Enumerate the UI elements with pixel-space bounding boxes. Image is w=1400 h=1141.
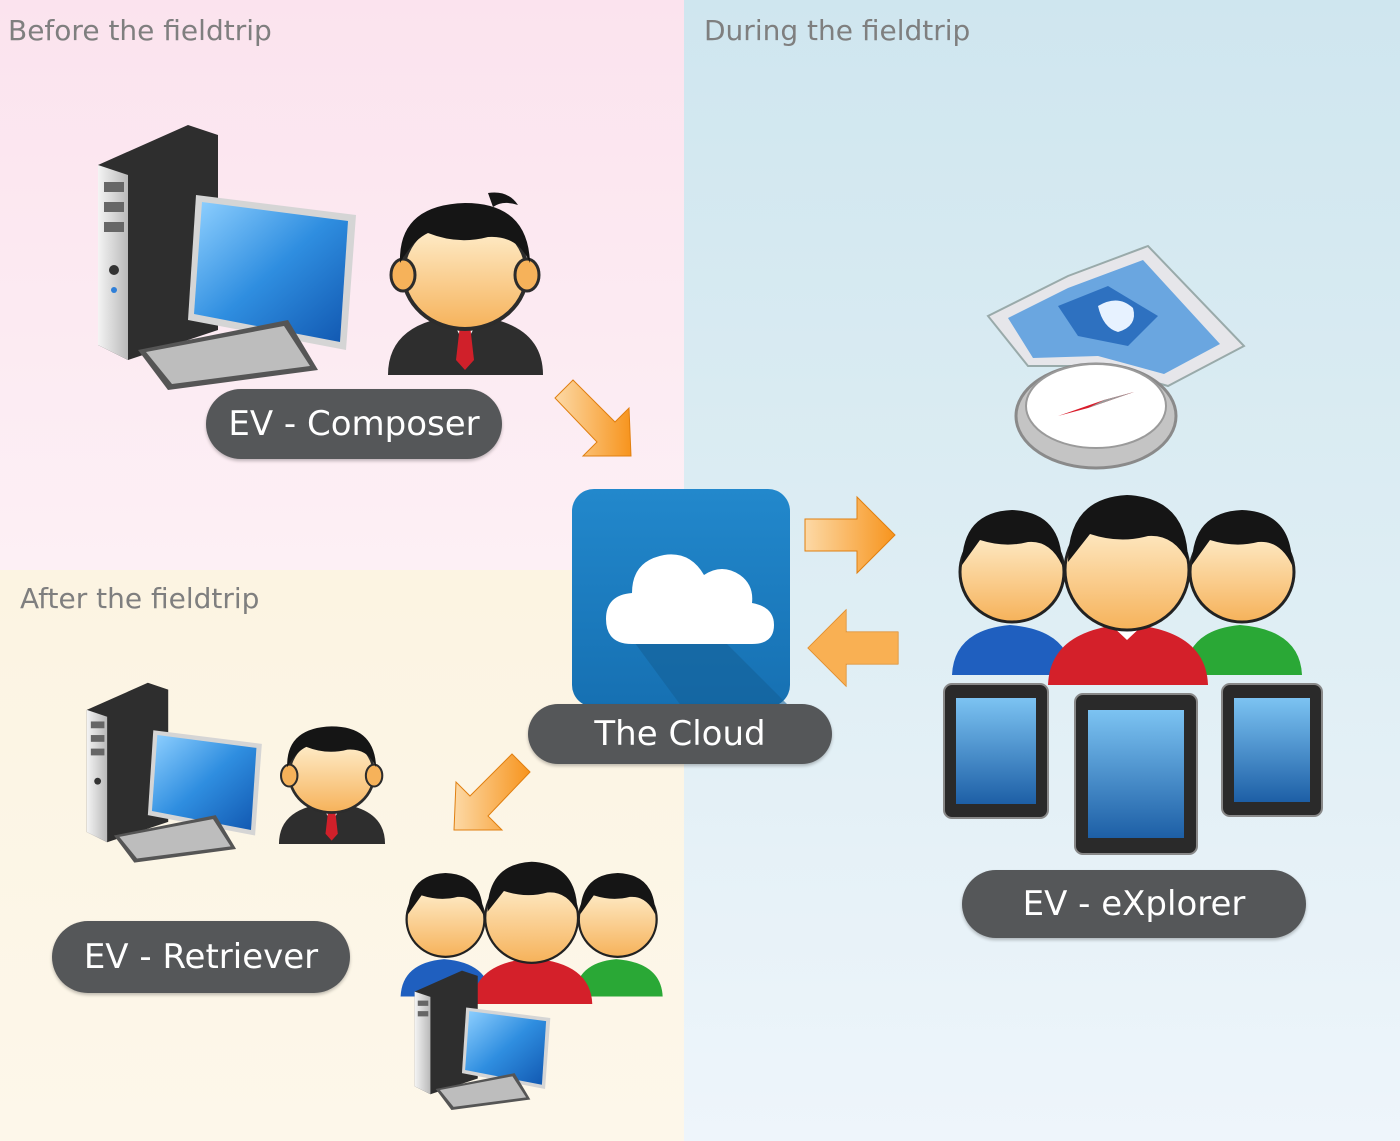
tablet-icon — [1074, 693, 1198, 855]
arrow-right-icon — [804, 495, 896, 575]
tablet-icon — [943, 683, 1049, 819]
people-group-icon — [400, 861, 663, 1004]
desktop-computer-icon — [98, 125, 356, 390]
people-group-icon — [952, 495, 1302, 685]
composer-label-text: EV - Composer — [228, 404, 480, 444]
cloud-label-text: The Cloud — [594, 714, 766, 754]
arrow-down-right-icon — [554, 379, 632, 457]
businessman-avatar-icon — [278, 726, 386, 844]
desktop-computer-icon — [86, 682, 262, 863]
cloud-label: The Cloud — [528, 704, 832, 764]
retriever-label: EV - Retriever — [52, 921, 350, 993]
zone-title-during: During the fieldtrip — [704, 14, 971, 47]
zone-after: After the fieldtrip — [0, 570, 684, 1141]
cloud-icon — [572, 489, 790, 707]
tablet-icon — [1221, 683, 1323, 817]
zone-title-after: After the fieldtrip — [20, 582, 260, 615]
desktop-computer-icon — [414, 970, 551, 1110]
explorer-label-text: EV - eXplorer — [1022, 884, 1246, 924]
arrow-down-left-icon — [453, 753, 531, 831]
retriever-label-text: EV - Retriever — [83, 937, 319, 977]
businessman-avatar-icon — [388, 192, 543, 375]
arrow-left-icon — [807, 608, 899, 688]
map-compass-icon — [986, 244, 1246, 470]
zone-title-before: Before the fieldtrip — [8, 14, 272, 47]
explorer-label: EV - eXplorer — [962, 870, 1306, 938]
composer-label: EV - Composer — [206, 389, 502, 459]
